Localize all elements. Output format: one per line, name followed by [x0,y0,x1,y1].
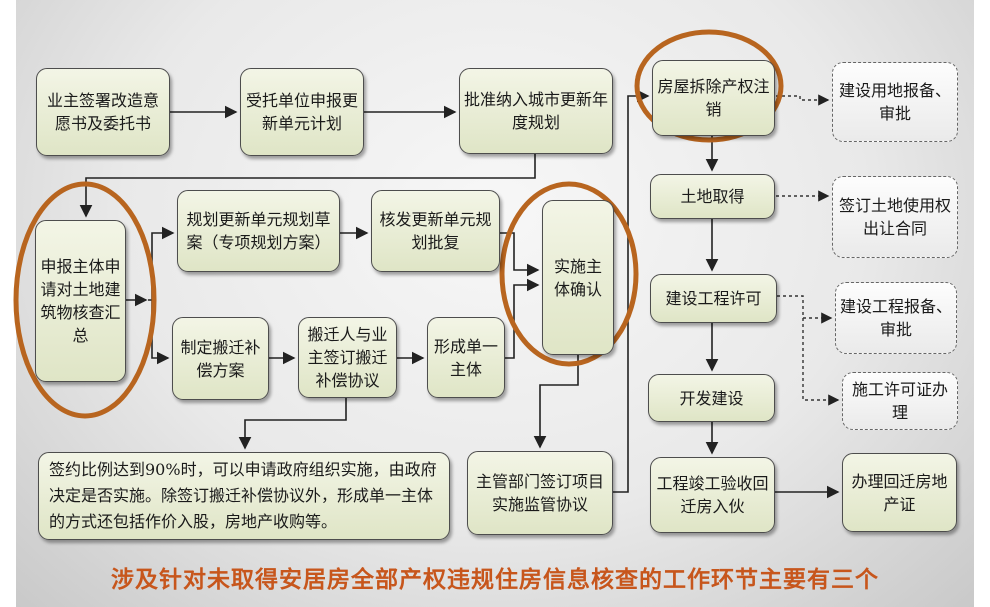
node-apply-plan: 受托单位申报更新单元计划 [240,68,364,156]
node-acceptance: 工程竣工验收回迁房入伙 [650,457,775,533]
node-construction-permit: 施工许可证办理 [842,372,958,430]
node-sign-intent: 业主签署改造意愿书及委托书 [36,68,170,156]
node-note: 签约比例达到90%时，可以申请政府组织实施，由政府决定是否实施。除签订搬迁补偿协… [38,452,450,540]
node-issue-reply: 核发更新单元规划批复 [371,190,500,272]
node-comp-plan: 制定搬迁补偿方案 [172,317,269,400]
node-land-contract: 签订土地使用权出让合同 [832,176,958,258]
node-eng-filing: 建设工程报备、审批 [835,282,957,354]
caption: 涉及针对未取得安居房全部产权违规住房信息核查的工作环节主要有三个 [111,567,879,593]
node-cert: 办理回迁房地产证 [842,453,957,532]
node-single-subject: 形成单一主体 [427,317,505,398]
node-land-filing: 建设用地报备、审批 [832,62,958,142]
node-permit: 建设工程许可 [650,274,777,323]
node-draft-plan: 规划更新单元规划草案（专项规划方案） [177,190,340,272]
node-land-acquire: 土地取得 [650,174,775,219]
node-develop: 开发建设 [648,374,775,422]
node-applicant-survey: 申报主体申请对土地建筑物核查汇总 [35,220,126,382]
highlight-rings [13,29,784,419]
node-cancel-property: 房屋拆除产权注销 [652,60,775,136]
node-confirm-subject: 实施主体确认 [542,200,614,355]
node-sign-comp: 搬迁人与业主签订搬迁补偿协议 [298,317,397,398]
node-supervise: 主管部门签订项目实施监管协议 [467,451,613,535]
node-approve-annual: 批准纳入城市更新年度规划 [459,68,613,154]
